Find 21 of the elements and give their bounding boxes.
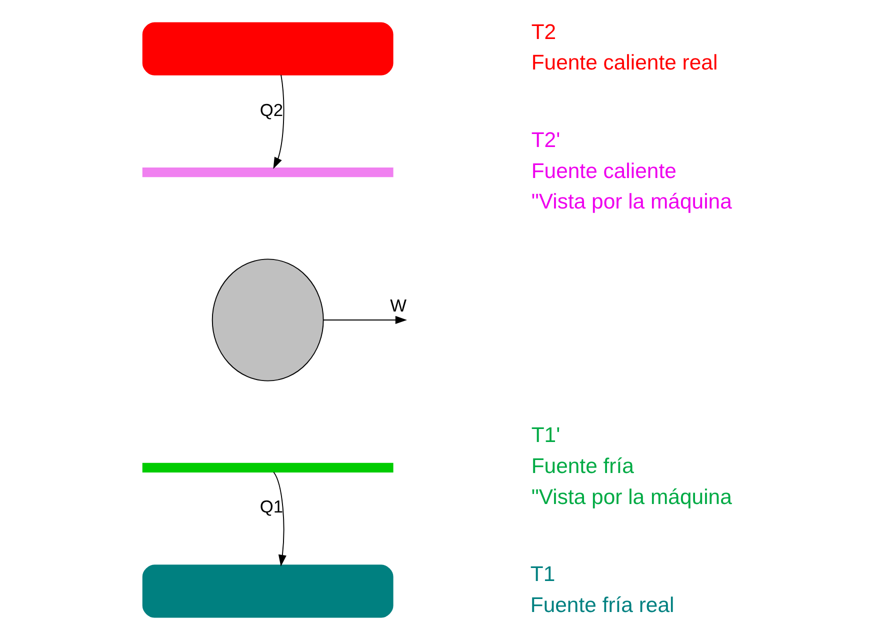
node-label: Fuente fría bbox=[530, 455, 634, 478]
node-box bbox=[142, 22, 393, 76]
node-bar bbox=[142, 168, 393, 178]
node-label: T1' bbox=[530, 424, 560, 448]
edge-label: Q2 bbox=[259, 100, 283, 120]
edge-label: Q1 bbox=[259, 496, 283, 517]
arrow bbox=[272, 472, 286, 566]
node-label: T1 bbox=[530, 563, 555, 586]
node-label: "Vista por la máquina bbox=[530, 486, 732, 509]
node-box bbox=[142, 564, 393, 618]
node-label: "Vista por la máquina bbox=[530, 190, 732, 214]
node-label: Fuente caliente bbox=[530, 160, 676, 183]
node-circle bbox=[211, 258, 324, 382]
node-label: Fuente caliente real bbox=[530, 52, 718, 75]
node-label: T2 bbox=[530, 20, 556, 44]
edge-label: W bbox=[390, 296, 406, 316]
node-bar bbox=[142, 462, 393, 472]
arrow bbox=[322, 316, 406, 324]
node-label: Fuente fría real bbox=[530, 594, 674, 618]
node-label: T2' bbox=[530, 128, 560, 152]
arrow bbox=[272, 74, 284, 169]
